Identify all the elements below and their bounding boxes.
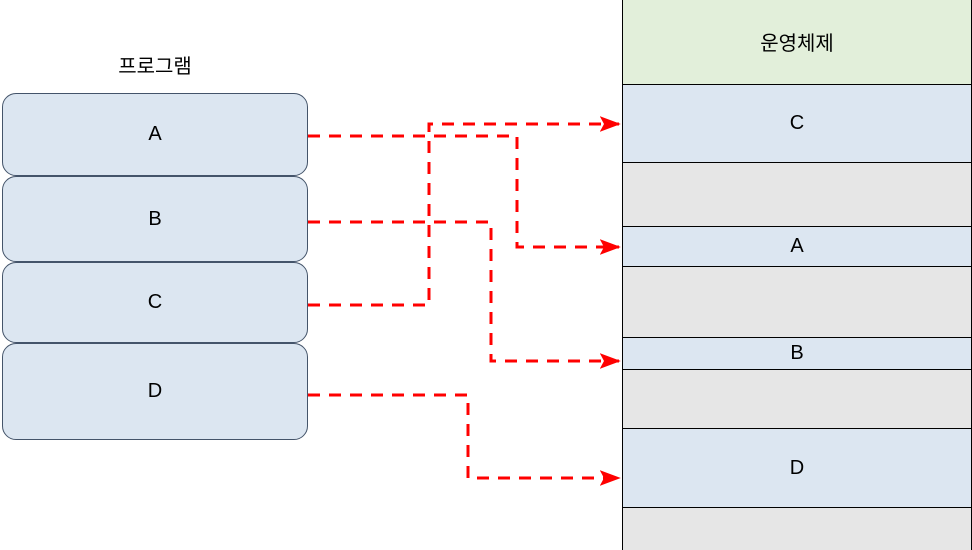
memory-block-d[interactable]: D xyxy=(623,429,971,508)
memory-block-a[interactable]: A xyxy=(623,227,971,267)
memory-block-free-3[interactable] xyxy=(623,370,971,429)
connector-a xyxy=(308,134,621,255)
program-box-c[interactable]: C xyxy=(2,262,308,343)
program-box-c-label: C xyxy=(147,291,163,313)
program-box-d[interactable]: D xyxy=(2,343,308,440)
memory-block-free-2[interactable] xyxy=(623,267,971,338)
program-box-a-label: A xyxy=(148,123,162,145)
memory-block-b[interactable]: B xyxy=(623,338,971,370)
program-box-b[interactable]: B xyxy=(2,176,308,262)
program-box-d-label: D xyxy=(147,380,163,402)
memory-block-os: 운영체제 xyxy=(623,0,971,85)
memory-block-free-4[interactable] xyxy=(623,508,971,550)
memory-block-b-label: B xyxy=(790,342,804,364)
connector-c xyxy=(308,116,621,307)
connector-d xyxy=(308,393,621,486)
program-box-a[interactable]: A xyxy=(2,93,308,176)
memory-block-free-1[interactable] xyxy=(623,163,971,227)
connector-b xyxy=(308,220,621,369)
memory-block-d-label: D xyxy=(789,456,805,479)
program-list-title: 프로그램 xyxy=(118,56,192,78)
memory-block-os-label: 운영체제 xyxy=(760,33,834,55)
memory-column: 운영체제 C A B D xyxy=(622,0,972,550)
program-box-b-label: B xyxy=(148,207,162,230)
memory-block-c[interactable]: C xyxy=(623,85,971,163)
memory-block-a-label: A xyxy=(790,235,804,257)
memory-block-c-label: C xyxy=(789,112,805,134)
